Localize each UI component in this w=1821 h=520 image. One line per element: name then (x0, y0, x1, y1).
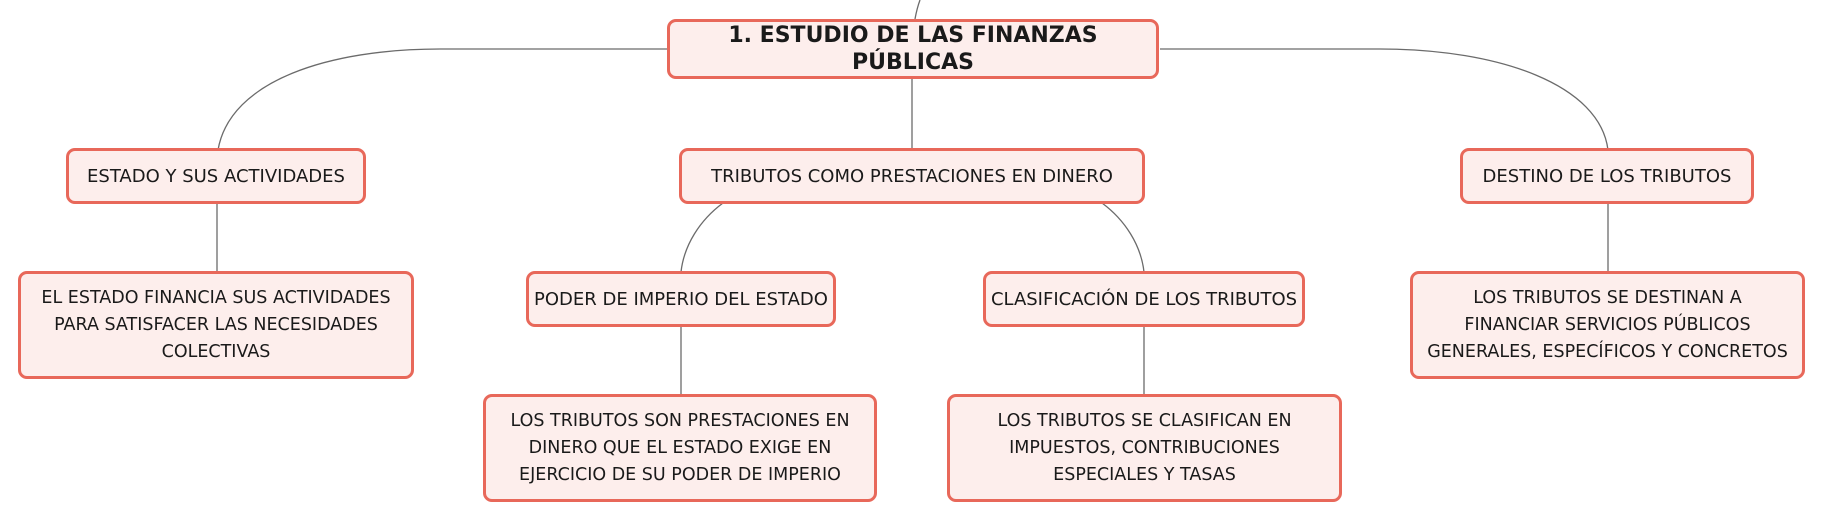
connector-tributos-to-poder (680, 202, 724, 273)
branch-estado-label: ESTADO Y SUS ACTIVIDADES (87, 165, 345, 187)
subtopic-poder-label: PODER DE IMPERIO DEL ESTADO (534, 288, 828, 310)
leaf-estado-financia-node[interactable]: EL ESTADO FINANCIA SUS ACTIVIDADES PARA … (18, 271, 414, 379)
branch-tributos-label: TRIBUTOS COMO PRESTACIONES EN DINERO (711, 165, 1113, 187)
branch-tributos-node[interactable]: TRIBUTOS COMO PRESTACIONES EN DINERO (679, 148, 1145, 204)
branch-destino-node[interactable]: DESTINO DE LOS TRIBUTOS (1460, 148, 1754, 204)
leaf-clasificacion-node[interactable]: LOS TRIBUTOS SE CLASIFICAN EN IMPUESTOS,… (947, 394, 1342, 502)
leaf-poder-node[interactable]: LOS TRIBUTOS SON PRESTACIONES EN DINERO … (483, 394, 877, 502)
branch-destino-label: DESTINO DE LOS TRIBUTOS (1482, 165, 1732, 187)
connector-tributos-to-clasificacion (1101, 202, 1145, 273)
leaf-destino-label: LOS TRIBUTOS SE DESTINAN A FINANCIAR SER… (1427, 287, 1788, 362)
branch-estado-node[interactable]: ESTADO Y SUS ACTIVIDADES (66, 148, 366, 204)
leaf-estado-financia-label: EL ESTADO FINANCIA SUS ACTIVIDADES PARA … (41, 287, 391, 362)
connector-root-to-destino (1160, 48, 1609, 151)
subtopic-clasificacion-node[interactable]: CLASIFICACIÓN DE LOS TRIBUTOS (983, 271, 1305, 327)
leaf-destino-node[interactable]: LOS TRIBUTOS SE DESTINAN A FINANCIAR SER… (1410, 271, 1805, 379)
leaf-clasificacion-label: LOS TRIBUTOS SE CLASIFICAN EN IMPUESTOS,… (997, 410, 1292, 485)
subtopic-poder-node[interactable]: PODER DE IMPERIO DEL ESTADO (526, 271, 836, 327)
root-topic-label: 1. ESTUDIO DE LAS FINANZAS PÚBLICAS (728, 23, 1098, 75)
root-topic-node[interactable]: 1. ESTUDIO DE LAS FINANZAS PÚBLICAS (667, 19, 1159, 79)
subtopic-clasificacion-label: CLASIFICACIÓN DE LOS TRIBUTOS (990, 288, 1298, 310)
connector-above-root (914, 0, 921, 20)
connector-root-to-estado (217, 48, 670, 151)
leaf-poder-label: LOS TRIBUTOS SON PRESTACIONES EN DINERO … (510, 410, 850, 485)
